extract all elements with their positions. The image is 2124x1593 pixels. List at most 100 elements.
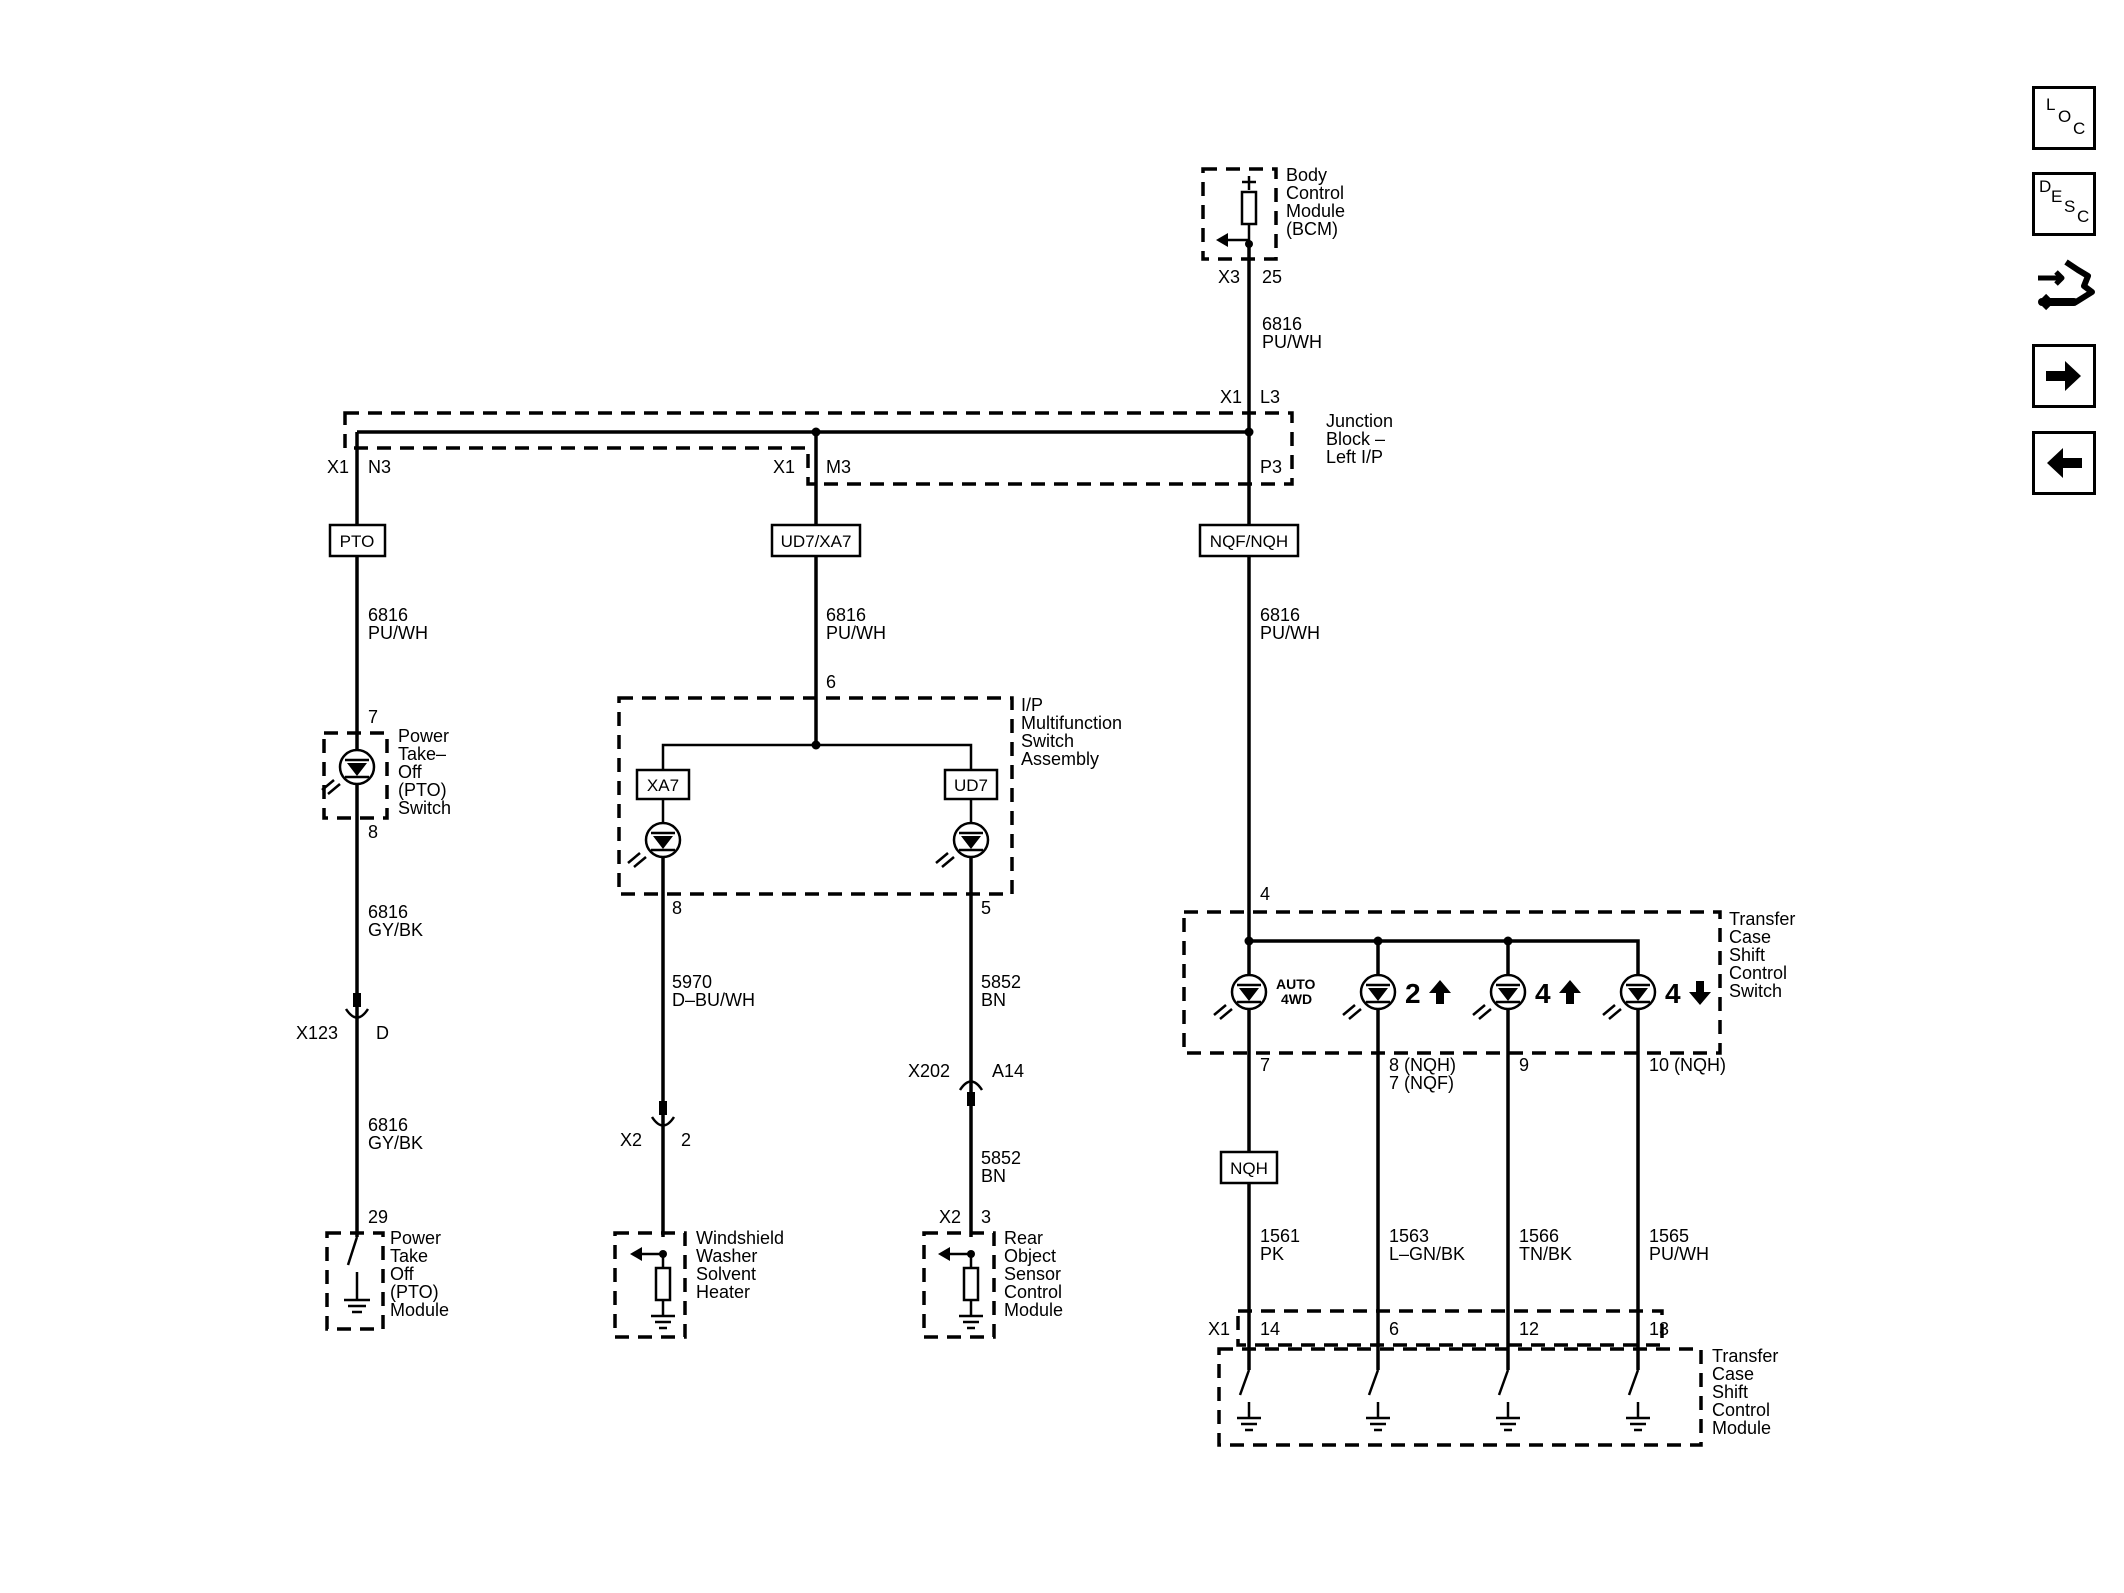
washer-label-3: Solvent xyxy=(696,1264,756,1284)
right-wire-a-circuit: 1561 xyxy=(1260,1226,1300,1246)
right-wire1-circuit: 6816 xyxy=(1260,605,1300,625)
pto-module-label-2: Take xyxy=(390,1246,428,1266)
location-button[interactable]: L O C xyxy=(2032,86,2096,150)
right-wire-c-color: TN/BK xyxy=(1519,1244,1572,1264)
option-ud7xa7 xyxy=(770,523,862,558)
pto-module-label-5: Module xyxy=(390,1300,449,1320)
option-nqfnqh-label: NQF/NQH xyxy=(1210,532,1288,551)
previous-page-button[interactable] xyxy=(2032,431,2096,495)
tcscm-connector-box xyxy=(1236,1309,1664,1347)
pto-switch-box xyxy=(322,731,389,820)
option-nqh-label: NQH xyxy=(1230,1159,1268,1178)
mid-left-wire-color: D–BU/WH xyxy=(672,990,755,1010)
arrow-up-icon xyxy=(1559,980,1581,1004)
ipms-pin-right: 5 xyxy=(981,898,991,918)
shift-switch-label-4: Control xyxy=(1729,963,1787,983)
left-wire2-color: GY/BK xyxy=(368,920,423,940)
left-wire2-circuit: 6816 xyxy=(368,902,408,922)
x123-pin: D xyxy=(376,1023,389,1043)
arrow-left-icon xyxy=(2047,448,2082,478)
right-wire-d-color: PU/WH xyxy=(1649,1244,1709,1264)
wire-bcm-color: PU/WH xyxy=(1262,332,1322,352)
option-pto xyxy=(328,523,387,558)
shift-pin-alt: 7 (NQF) xyxy=(1389,1073,1454,1093)
shift-switch-label-1: Transfer xyxy=(1729,909,1795,929)
2-high-lamp xyxy=(1342,973,1397,1020)
pto-switch-pin-in: 7 xyxy=(368,707,378,727)
right-wire-d-circuit: 1565 xyxy=(1649,1226,1689,1246)
desc-icon: D E S C xyxy=(2039,177,2090,226)
washer-label-1: Windshield xyxy=(696,1228,784,1248)
right-wire-b-color: L–GN/BK xyxy=(1389,1244,1465,1264)
pto-switch-pin-out: 8 xyxy=(368,822,378,842)
description-button[interactable]: D E S C xyxy=(2032,172,2096,236)
tcscm-label-2: Case xyxy=(1712,1364,1754,1384)
connector-tool-button[interactable] xyxy=(2032,256,2096,320)
washer-connector-pin: 2 xyxy=(681,1130,691,1150)
jb-top-connector: X1 xyxy=(1220,387,1242,407)
pto-module-box xyxy=(325,1231,385,1331)
ipms-pin-left: 8 xyxy=(672,898,682,918)
pto-switch-label-1: Power xyxy=(398,726,449,746)
tcscm-switch-3 xyxy=(1496,1369,1520,1432)
option-ud7xa7-label: UD7/XA7 xyxy=(781,532,852,551)
tcscm-pin-1: 14 xyxy=(1260,1319,1280,1339)
tcscm-pin-3: 12 xyxy=(1519,1319,1539,1339)
pto-module-pin: 29 xyxy=(368,1207,388,1227)
tcscm-pin-4: 13 xyxy=(1649,1319,1669,1339)
jb-pin-p3: P3 xyxy=(1260,457,1282,477)
tcscm-switch-4 xyxy=(1626,1369,1650,1432)
left-wire1-circuit: 6816 xyxy=(368,605,408,625)
pto-switch-label-4: (PTO) xyxy=(398,780,447,800)
washer-connector: X2 xyxy=(620,1130,642,1150)
shift-switch-pin-in: 4 xyxy=(1260,884,1270,904)
option-xa7 xyxy=(635,768,691,801)
left-wire3-color: GY/BK xyxy=(368,1133,423,1153)
right-wire-a-color: PK xyxy=(1260,1244,1284,1264)
4-high-text: 4 xyxy=(1535,978,1551,1009)
bcm-label-2: Control xyxy=(1286,183,1344,203)
jb-conn-m3: X1 xyxy=(773,457,795,477)
ipms-pin-in: 6 xyxy=(826,672,836,692)
right-wire-b-circuit: 1563 xyxy=(1389,1226,1429,1246)
jb-label-1: Junction xyxy=(1326,411,1393,431)
next-page-button[interactable] xyxy=(2032,344,2096,408)
jb-pin-m3: M3 xyxy=(826,457,851,477)
mid-right-wire-color: BN xyxy=(981,990,1006,1010)
bcm-connector: X3 xyxy=(1218,267,1240,287)
shift-switch-label-5: Switch xyxy=(1729,981,1782,1001)
left-wire1-color: PU/WH xyxy=(368,623,428,643)
mid-wire1-circuit: 6816 xyxy=(826,605,866,625)
ipms-label-4: Assembly xyxy=(1021,749,1099,769)
mid-right-wire2-color: BN xyxy=(981,1166,1006,1186)
junction-block-box xyxy=(343,411,1294,486)
x202-pin: A14 xyxy=(992,1061,1024,1081)
jb-top-pin: L3 xyxy=(1260,387,1280,407)
shift-pin-out-1: 7 xyxy=(1260,1055,1270,1075)
option-xa7-label: XA7 xyxy=(647,776,679,795)
shift-pin-out-3: 9 xyxy=(1519,1055,1529,1075)
option-nqfnqh xyxy=(1198,523,1300,558)
rear-module-label-4: Control xyxy=(1004,1282,1062,1302)
bcm-label-3: Module xyxy=(1286,201,1345,221)
option-nqh xyxy=(1219,1150,1279,1185)
auto-4wd-text2: 4WD xyxy=(1281,991,1312,1007)
bcm-label-4: (BCM) xyxy=(1286,219,1338,239)
jb-pin-n3: N3 xyxy=(368,457,391,477)
shift-switch-label-3: Shift xyxy=(1729,945,1765,965)
washer-heater-box xyxy=(613,1231,687,1339)
tcscm-box xyxy=(1217,1347,1703,1447)
shift-pin-out-4: 10 (NQH) xyxy=(1649,1055,1726,1075)
option-pto-label: PTO xyxy=(340,532,375,551)
mid-left-wire-circuit: 5970 xyxy=(672,972,712,992)
rear-module-label-3: Sensor xyxy=(1004,1264,1061,1284)
tcscm-switch-1 xyxy=(1237,1369,1261,1432)
jb-label-2: Block – xyxy=(1326,429,1385,449)
pto-module-label-4: (PTO) xyxy=(390,1282,439,1302)
jb-label-3: Left I/P xyxy=(1326,447,1383,467)
tcscm-label-3: Shift xyxy=(1712,1382,1748,1402)
tcscm-switch-2 xyxy=(1366,1369,1390,1432)
tcscm-connector: X1 xyxy=(1208,1319,1230,1339)
tcscm-pin-2: 6 xyxy=(1389,1319,1399,1339)
